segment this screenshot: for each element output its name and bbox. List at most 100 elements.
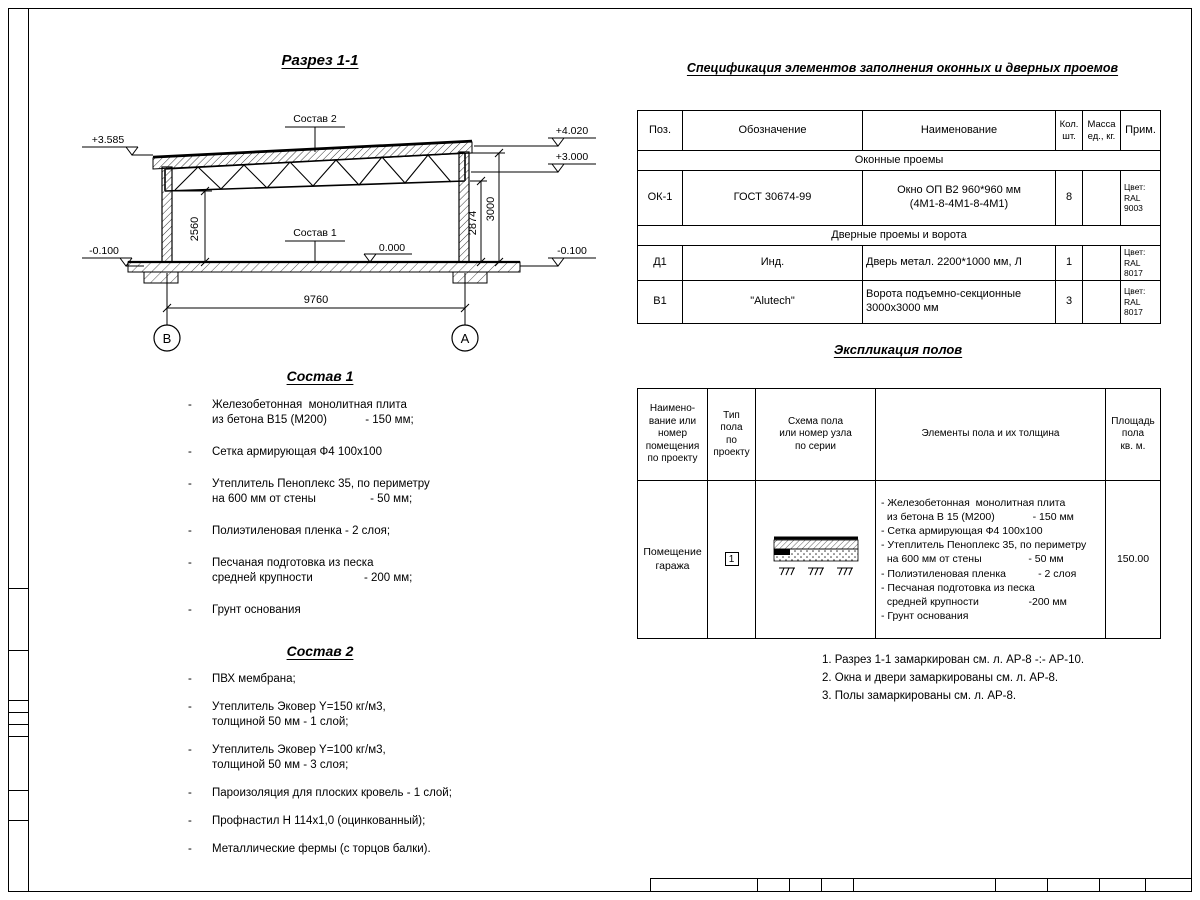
- margin-box-divider: [8, 712, 28, 713]
- floor-slab: [127, 261, 521, 273]
- sostav2-title: Состав 2: [286, 643, 354, 659]
- axis-right-label: А: [461, 331, 470, 346]
- margin-box-divider: [8, 588, 28, 589]
- notes-block: 1. Разрез 1-1 замаркирован см. л. АР-8 -…: [822, 652, 1172, 705]
- list-item-text: Профнастил Н 114х1,0 (оцинкованный);: [212, 814, 426, 827]
- right-column: [458, 151, 470, 263]
- roof-truss: [164, 152, 466, 192]
- elevation-mark-left-top: [82, 146, 153, 156]
- list-bullet: -: [188, 477, 192, 490]
- sostav2-list: - ПВХ мембрана; -Утеплитель Эковер Y=150 …: [185, 672, 500, 870]
- floors-header-room: Наимено- вание или номер помещения по пр…: [637, 388, 708, 481]
- sostav1-title: Состав 1: [286, 368, 354, 384]
- spec-cell-mass: [1082, 170, 1121, 226]
- spec-group-doors: Дверные проемы и ворота: [637, 225, 1161, 246]
- dimension-height-right-outer-value: 3000: [485, 197, 497, 221]
- list-item: - Пароизоляция для плоских кровель - 1 сл…: [185, 786, 500, 801]
- table-row: Помещение гаража 1: [637, 480, 1161, 639]
- list-item-text: Пароизоляция для плоских кровель - 1 сло…: [212, 786, 452, 799]
- list-item: -Грунт основания: [185, 603, 490, 618]
- sostav2-label: Состав 2: [293, 113, 337, 125]
- margin-box-divider: [8, 700, 28, 701]
- spec-header-mass: Масса ед., кг.: [1082, 110, 1121, 151]
- spec-cell-mass: [1082, 279, 1121, 324]
- list-bullet: -: [188, 445, 192, 458]
- list-bullet: -: [188, 556, 192, 569]
- spec-group-windows: Оконные проемы: [637, 150, 1161, 171]
- titleblock-divider: [650, 878, 651, 892]
- table-row: В1 "Alutech" Ворота подъемно-секционные …: [637, 279, 1161, 324]
- section-drawing: Состав 2 Состав 1 +3.585 -0.100 0.000 +4…: [82, 113, 596, 352]
- spec-cell-pos: ОК-1: [637, 170, 683, 226]
- titleblock-top-line: [650, 878, 1192, 879]
- list-item: -Утеплитель Эковер Y=150 кг/м3, толщиной…: [185, 700, 500, 730]
- list-item: - Сетка армирующая Ф4 100х100: [185, 445, 490, 460]
- spec-cell-designation: Инд.: [682, 245, 863, 281]
- sostav1-label: Состав 1: [293, 227, 337, 239]
- list-item-text: Полиэтиленовая пленка - 2 слоя;: [212, 524, 391, 537]
- list-item: - Утеплитель Эковер Y=100 кг/м3, толщиной…: [185, 743, 500, 773]
- note-line: 1. Разрез 1-1 замаркирован см. л. АР-8 -…: [822, 654, 1085, 666]
- left-foundation-pad: [143, 271, 179, 284]
- floors-header-type: Тип пола по проекту: [707, 388, 756, 481]
- spec-header-note: Прим.: [1120, 110, 1161, 151]
- list-item-text: Грунт основания: [212, 603, 301, 616]
- floors-cell-type: 1: [707, 480, 756, 639]
- list-bullet: -: [188, 673, 192, 685]
- floors-table: Наимено- вание или номер помещения по пр…: [637, 388, 1161, 639]
- sheet-outer-frame: [8, 8, 1192, 892]
- elevation-right-mid-value: +3.000: [556, 151, 589, 163]
- list-item-text: Песчаная подготовка из песка средней кру…: [212, 556, 413, 584]
- list-bullet: -: [188, 814, 192, 827]
- list-item-text: Железобетонная монолитная плита из бетон…: [212, 399, 414, 426]
- list-item-text: Утеплитель Пеноплекс 35, по периметру на…: [212, 477, 430, 505]
- dimension-span-value: 9760: [304, 294, 328, 306]
- dimension-height-left: [173, 186, 212, 267]
- floors-cell-schema: [755, 480, 876, 639]
- titleblock-divider: [821, 878, 822, 892]
- spec-cell-note: Цвет: RAL 8017: [1120, 245, 1161, 281]
- list-item: - Песчаная подготовка из песка средней кр…: [185, 556, 490, 586]
- note-line: 2. Окна и двери замаркированы см. л. АР-…: [822, 671, 1059, 684]
- list-item-text: Металлические фермы (с торцов балки).: [212, 842, 431, 855]
- margin-box-divider: [8, 736, 28, 737]
- titleblock-divider: [789, 878, 790, 892]
- list-item: - Профнастил Н 114х1,0 (оцинкованный);: [185, 814, 500, 829]
- titleblock-divider: [1145, 878, 1146, 892]
- elevation-left-bottom-value: -0.100: [89, 245, 119, 257]
- dimension-height-right-inner: [470, 176, 487, 267]
- spec-header-pos: Поз.: [637, 110, 683, 151]
- spec-cell-note: Цвет: RAL 8017: [1120, 279, 1161, 324]
- sheet-binding-line: [28, 8, 29, 892]
- margin-box-divider: [8, 724, 28, 725]
- dimension-height-right-inner-value: 2874: [467, 211, 479, 235]
- list-bullet: -: [188, 399, 192, 411]
- spec-cell-pos: В1: [637, 279, 683, 324]
- spec-cell-name: Дверь метал. 2200*1000 мм, Л: [862, 245, 1056, 281]
- list-item-text: Сетка армирующая Ф4 100х100: [212, 445, 382, 458]
- list-bullet: -: [188, 743, 192, 756]
- spec-header-designation: Обозначение: [682, 110, 863, 151]
- list-bullet: -: [188, 524, 192, 537]
- axis-circle-right: [451, 324, 479, 352]
- elevation-mark-right-bottom: [520, 257, 596, 267]
- list-item-text: Утеплитель Эковер Y=100 кг/м3, толщиной …: [212, 743, 386, 771]
- margin-box-divider: [8, 820, 28, 821]
- axis-left-label: В: [163, 331, 172, 346]
- note-line: 3. Полы замаркированы см. л. АР-8.: [822, 689, 1017, 702]
- roof-membrane-line: [152, 139, 473, 159]
- titleblock-divider: [1099, 878, 1100, 892]
- list-item-text: ПВХ мембрана;: [212, 673, 296, 685]
- floors-cell-room: Помещение гаража: [637, 480, 708, 639]
- spec-table: Поз. Обозначение Наименование Кол. шт. М…: [637, 110, 1161, 324]
- elevation-right-bottom-value: -0.100: [557, 245, 587, 257]
- ground-symbols: [778, 567, 853, 576]
- list-item: - Железобетонная монолитная плита из бето…: [185, 398, 490, 428]
- list-bullet: -: [188, 786, 192, 799]
- elevation-left-top-value: +3.585: [92, 134, 125, 146]
- dimension-span: [162, 273, 470, 325]
- list-bullet: -: [188, 842, 192, 855]
- floors-header-elements: Элементы пола и их толщина: [875, 388, 1106, 481]
- floors-cell-area: 150.00: [1105, 480, 1161, 639]
- spec-cell-note: Цвет: RAL 9003: [1120, 170, 1161, 226]
